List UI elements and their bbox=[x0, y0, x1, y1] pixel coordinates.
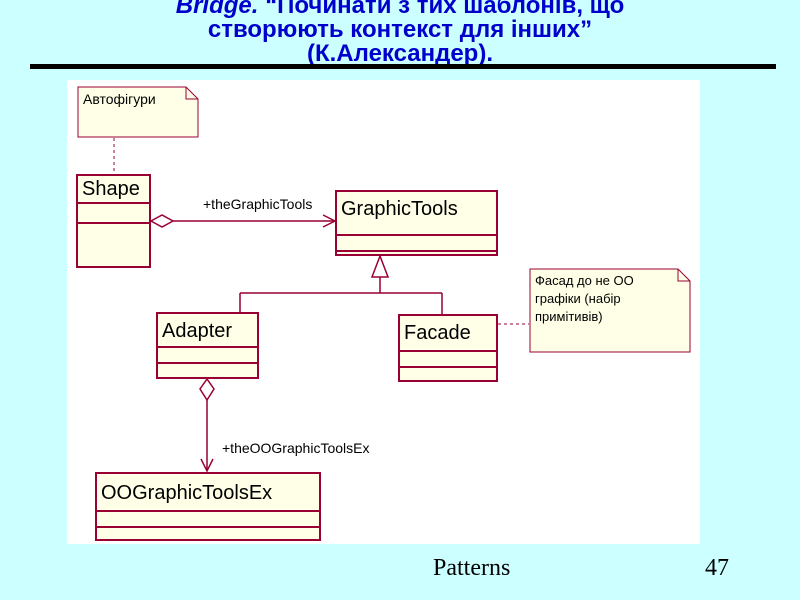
class-facade-name: Facade bbox=[400, 316, 496, 352]
class-oo-graphic-tools-ex[interactable]: OOGraphicToolsEx bbox=[95, 472, 321, 541]
uml-diagram: GraphicTools --> OOGraphicToolsEx --> Ав… bbox=[67, 80, 700, 544]
class-oo-graphic-tools-ex-attributes bbox=[97, 512, 319, 528]
note-facade-line-1: Фасад до не ОО bbox=[535, 273, 634, 288]
class-graphic-tools-attributes bbox=[337, 236, 496, 252]
title-line-1-rest: “Починати з тих шаблонів, що bbox=[258, 0, 625, 19]
note-autoshapes: Автофігури bbox=[77, 86, 199, 138]
title-line-1: Bridge. “Починати з тих шаблонів, що bbox=[0, 0, 800, 18]
class-facade[interactable]: Facade bbox=[398, 314, 498, 382]
footer-label: Patterns bbox=[433, 555, 511, 581]
title-rule bbox=[30, 64, 776, 69]
note-facade-outline bbox=[529, 268, 691, 353]
aggregation-diamond-shape bbox=[149, 214, 175, 228]
aggregation-diamond-adapter bbox=[199, 377, 215, 402]
generalization-triangle bbox=[370, 253, 390, 278]
class-adapter[interactable]: Adapter bbox=[156, 312, 259, 379]
class-adapter-name: Adapter bbox=[158, 314, 257, 348]
class-facade-attributes bbox=[400, 352, 496, 368]
class-oo-graphic-tools-ex-name: OOGraphicToolsEx bbox=[97, 474, 319, 512]
class-shape-name: Shape bbox=[78, 176, 149, 204]
note-facade-line-2: графіки (набір bbox=[535, 291, 621, 306]
class-graphic-tools-name: GraphicTools bbox=[337, 192, 496, 236]
class-adapter-attributes bbox=[158, 348, 257, 364]
note-autoshapes-text: Автофігури bbox=[83, 91, 156, 107]
role-label-graphic-tools: +theGraphicTools bbox=[203, 196, 313, 212]
class-shape-attributes bbox=[78, 204, 149, 224]
page-number: 47 bbox=[705, 555, 729, 581]
class-shape[interactable]: Shape bbox=[76, 174, 151, 268]
connector-layer: GraphicTools --> OOGraphicToolsEx --> bbox=[113, 138, 529, 473]
title-line-2: створюють контекст для інших” bbox=[207, 16, 593, 43]
class-graphic-tools[interactable]: GraphicTools bbox=[335, 190, 498, 256]
note-autoshapes-outline bbox=[77, 86, 199, 138]
title-line-3: (К.Александер). bbox=[307, 40, 493, 67]
title-lead: Bridge. bbox=[175, 0, 259, 19]
note-facade: Фасад до не ОО графіки (набір примітивів… bbox=[529, 268, 691, 353]
note-facade-line-3: примітивів) bbox=[535, 309, 603, 324]
slide-title: Bridge. “Починати з тих шаблонів, що ств… bbox=[0, 0, 800, 66]
arrowhead-ooex bbox=[200, 458, 214, 473]
role-label-oo-ex: +theOOGraphicToolsEx bbox=[222, 440, 370, 456]
